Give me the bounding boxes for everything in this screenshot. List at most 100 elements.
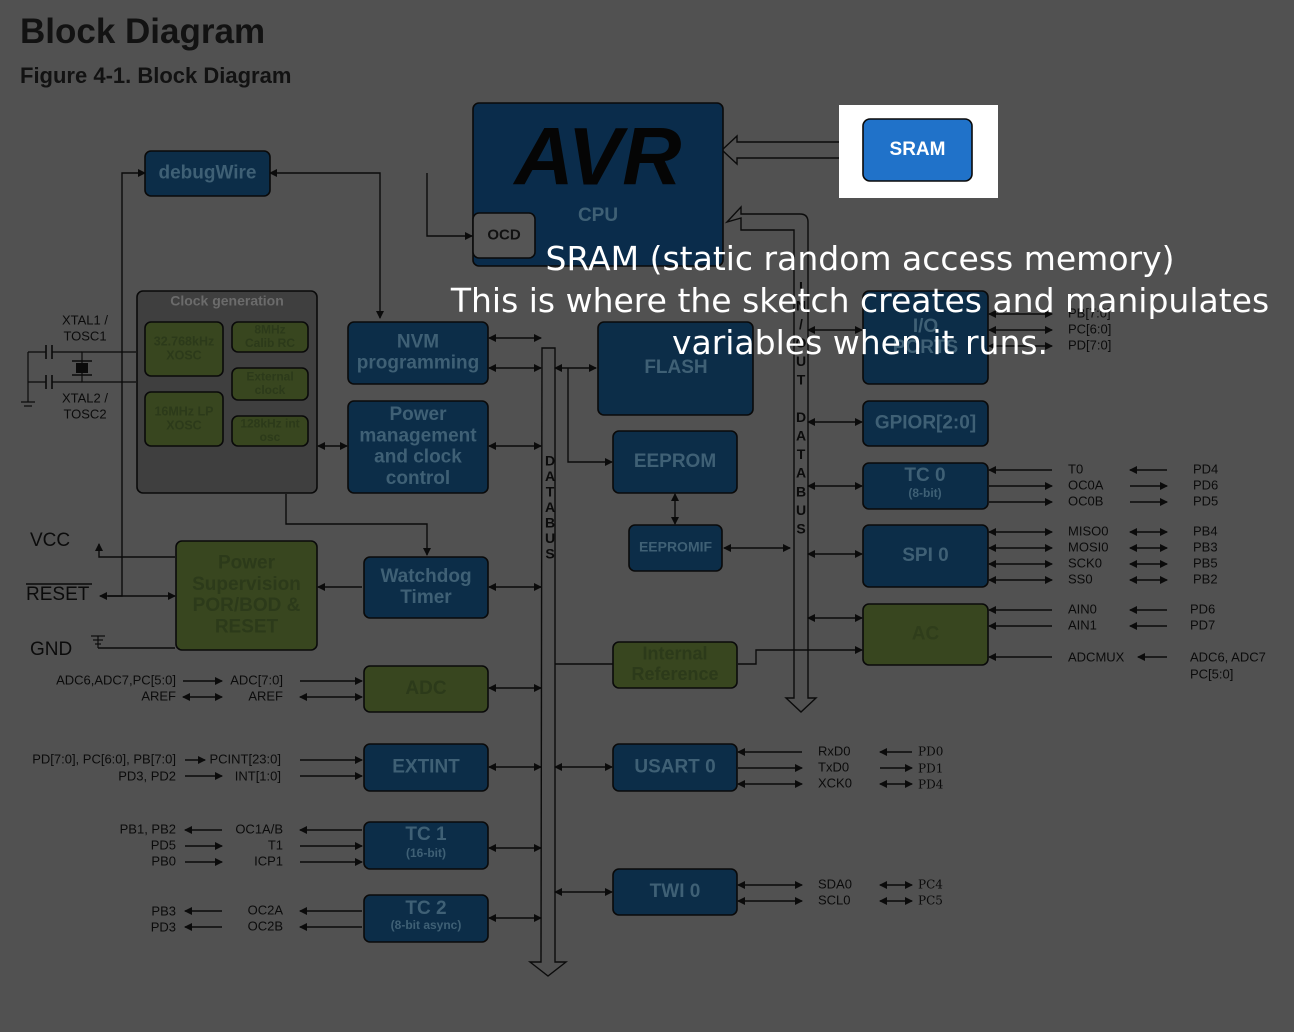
int-osc-block-label: 128kHz int [240, 416, 299, 430]
watchdog-block-label: Timer [400, 587, 452, 608]
power-supervision-block-label: POR/BOD & [193, 595, 301, 616]
watchdog-block-box [363, 556, 489, 619]
lp-xosc-block-label: 16MHz LP [154, 404, 213, 418]
xtal1-label: TOSC1 [63, 328, 106, 343]
spi-pin-label: PB4 [1193, 523, 1218, 538]
io-databus-letter: / [799, 316, 803, 332]
ac-block-label: AC [912, 624, 940, 645]
twi-pin-label: PC5 [918, 894, 943, 908]
ocd-block: OCD [472, 212, 536, 259]
tc2-label: TC 2 [405, 898, 446, 919]
ac-block-box [862, 603, 989, 666]
tc1-signal-label: OC1A/B [235, 821, 283, 836]
calib-rc-block-box [231, 321, 309, 353]
tc2-block: TC 2(8-bit async) [363, 894, 489, 943]
tc0-block: TC 0(8-bit) [862, 462, 989, 510]
tc1-pin-label: PB0 [151, 853, 176, 868]
ac-block: AC [862, 603, 989, 666]
io-databus-letter: A [796, 428, 806, 444]
spi0-block-box [862, 524, 989, 588]
power-supervision-block-box [175, 540, 318, 651]
twi-signal-label: SCL0 [818, 892, 851, 907]
sram-block-box [862, 118, 973, 182]
power-management-block-box [347, 400, 489, 494]
usart0-block: USART 0 [612, 743, 738, 792]
adc-pin-label: AREF [141, 688, 176, 703]
extint-pin-label: PD3, PD2 [118, 768, 176, 783]
gpior-block-box [862, 400, 989, 447]
usart-signal-label: TxD0 [818, 759, 849, 774]
io-ports-block-box [862, 290, 989, 385]
io-signal-label: PD[7:0] [1068, 337, 1111, 352]
connector [269, 169, 384, 319]
usart-pin-label: PD0 [918, 745, 943, 759]
tc1-signal-label: T1 [268, 837, 283, 852]
io-databus-letter: T [797, 372, 806, 388]
tc2-block-box [363, 894, 489, 943]
int-osc-block-label: osc [260, 430, 281, 444]
ac-pin-label: PD7 [1190, 617, 1215, 632]
connector [426, 173, 473, 240]
tc0-sublabel: (8-bit) [908, 486, 941, 500]
databus-letter: A [545, 499, 555, 515]
spi-pin-label: PB2 [1193, 571, 1218, 586]
nvm-block-box [347, 321, 489, 385]
twi0-block-label: TWI 0 [650, 881, 701, 902]
xosc-32k-block-box [144, 321, 224, 377]
tc1-sublabel: (16-bit) [406, 846, 446, 860]
clock-generation-title: Clock generation [170, 293, 284, 309]
eepromif-block: EEPROMIF [628, 524, 723, 572]
twi-pin-label: PC4 [918, 878, 943, 892]
xtal2-label: TOSC2 [63, 406, 106, 421]
xosc-32k-block-label: 32.768kHz [154, 334, 214, 348]
tc0-pin-label: PD6 [1193, 477, 1218, 492]
debugwire-block-label: debugWire [159, 163, 257, 184]
databus-letter: A [545, 468, 555, 484]
tc1-signal-label: ICP1 [254, 853, 283, 868]
ac-signal-label: AIN1 [1068, 617, 1097, 632]
io-databus-letter: T [797, 446, 806, 462]
tc0-label: TC 0 [904, 465, 945, 486]
nvm-block-label: NVM [397, 331, 439, 352]
io-ports-block-label: I/O [913, 316, 938, 337]
tc0-signal-label: OC0B [1068, 493, 1103, 508]
io-databus-letter: A [796, 465, 806, 481]
power-supervision-block-label: Supervision [192, 574, 301, 595]
eeprom-block: EEPROM [612, 430, 738, 494]
connector [738, 646, 863, 665]
ground-icon [91, 635, 105, 648]
extint-block: EXTINT [363, 743, 489, 792]
adc-block-box [363, 665, 489, 713]
crystal-circuit [21, 345, 136, 407]
usart-signal-label: RxD0 [818, 743, 851, 758]
spi-signal-label: SCK0 [1068, 555, 1102, 570]
spi-pin-label: PB5 [1193, 555, 1218, 570]
calib-rc-block-label: Calib RC [245, 336, 295, 350]
ac-signal-label: ADCMUX [1068, 649, 1125, 664]
extint-block-box [363, 743, 489, 792]
extint-block-label: EXTINT [392, 757, 460, 778]
cpu-label: CPU [578, 205, 618, 226]
avr-logo: AVR [512, 112, 681, 203]
spi0-block: SPI 0 [862, 524, 989, 588]
debugwire-block-box [144, 150, 271, 197]
adc-pin-label: ADC6,ADC7,PC[5:0] [56, 672, 176, 687]
adc-block-label: ADC [405, 678, 446, 699]
io-databus-letter: O [796, 335, 807, 351]
usart-pin-label: PD4 [918, 778, 944, 792]
spi-signal-label: SS0 [1068, 571, 1093, 586]
nvm-block-label: programming [357, 353, 479, 374]
lp-xosc-block-box [144, 391, 224, 447]
spi0-block-label: SPI 0 [902, 545, 948, 566]
adc-signal-label: AREF [248, 688, 283, 703]
flash-block [597, 321, 754, 416]
tc2-pin-label: PD3 [151, 919, 176, 934]
